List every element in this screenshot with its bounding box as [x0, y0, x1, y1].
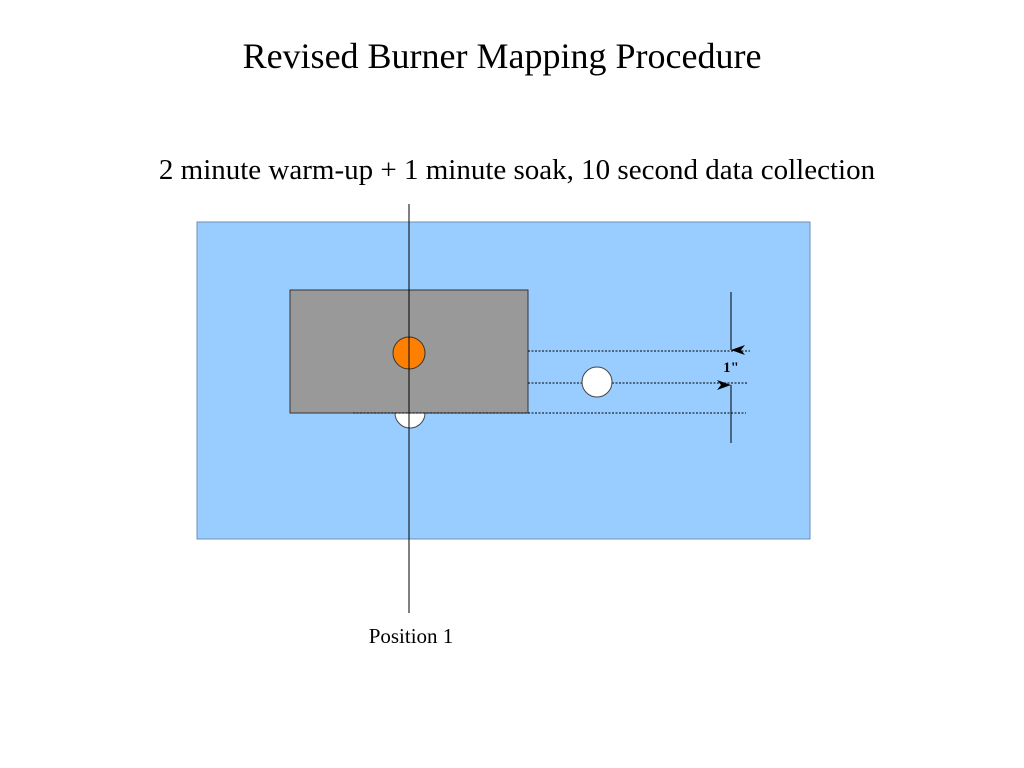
measurement-point-right [581, 366, 613, 398]
dimension-label: 1" [723, 360, 739, 376]
position-label: Position 1 [369, 624, 454, 648]
slide-subtitle: 2 minute warm-up + 1 minute soak, 10 sec… [158, 154, 876, 186]
slide-title: Revised Burner Mapping Procedure [242, 36, 762, 76]
